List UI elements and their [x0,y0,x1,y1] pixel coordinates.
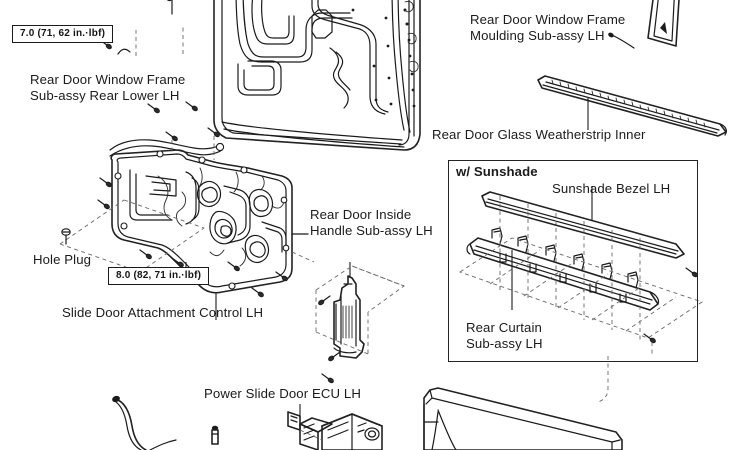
door-module-carrier-panel-art [59,127,315,320]
label-rear-door-window-frame-rear-lower: Rear Door Window Frame Sub-assy Rear Low… [30,72,186,103]
door-trim-panel-art [423,356,623,450]
label-hole-plug: Hole Plug [33,252,92,267]
power-slide-door-ecu-art [211,404,383,450]
label-rear-door-glass-weatherstrip-inner: Rear Door Glass Weatherstrip Inner [432,127,646,142]
label-power-slide-door-ecu: Power Slide Door ECU LH [204,386,361,401]
window-frame-moulding-art [608,0,680,49]
rear-curtain-assembly-art [466,227,660,311]
glass-weatherstrip-inner-art [537,75,727,137]
label-rear-curtain-sub-assy: Rear Curtain Sub-assy LH [466,320,543,351]
label-rear-door-inside-handle: Rear Door Inside Handle Sub-assy LH [310,207,433,238]
door-cable-art [112,395,177,450]
sunshade-callout-box [448,160,698,362]
sunshade-callout-heading: w/ Sunshade [456,164,538,179]
label-rear-door-window-frame-moulding: Rear Door Window Frame Moulding Sub-assy… [470,12,626,43]
sunshade-bezel-art [481,186,685,259]
label-sunshade-bezel: Sunshade Bezel LH [552,181,671,196]
label-slide-door-attachment-control: Slide Door Attachment Control LH [62,305,264,320]
inside-handle-assembly-art [315,262,405,385]
torque-spec-upper-left: 7.0 (71, 62 in.·lbf) [12,25,114,43]
rear-door-panel-shell-art [213,0,421,151]
torque-spec-lower-left: 8.0 (82, 71 in.·lbf) [108,267,210,285]
hole-plug-art [61,228,71,245]
sunshade-callout-contents [458,186,704,356]
